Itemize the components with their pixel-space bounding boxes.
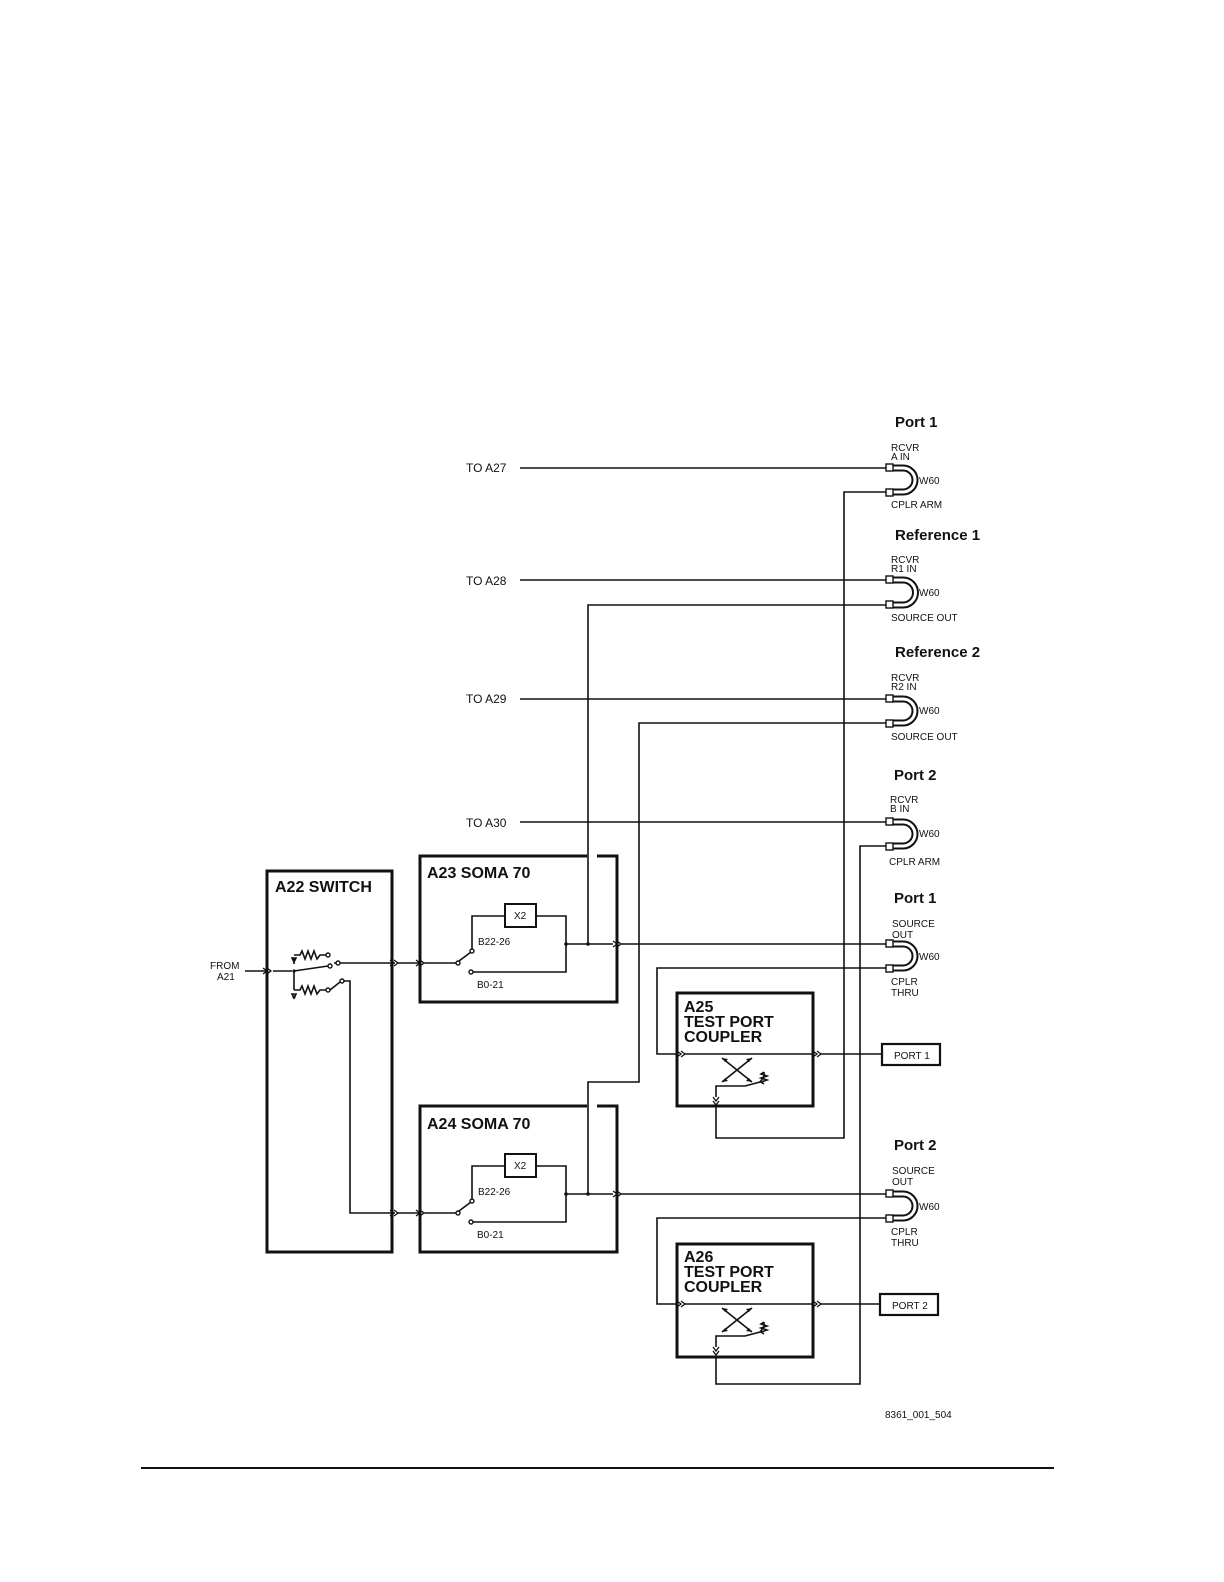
cable-label: W60: [919, 706, 940, 717]
a24-band-lower: B0-21: [477, 1230, 504, 1241]
from-a21-label-1: FROM: [210, 961, 239, 972]
footer-rule: [141, 1467, 1054, 1469]
top-label: B IN: [890, 804, 909, 815]
top-label: SOURCE: [892, 919, 935, 930]
top-label: SOURCE: [892, 1166, 935, 1177]
a23-band-lower: B0-21: [477, 980, 504, 991]
to-a30-label: TO A30: [466, 816, 507, 830]
bottom-label: CPLR: [891, 977, 918, 988]
a25-coupler-internals: [676, 1050, 882, 1106]
a22-upper-switch: [290, 948, 395, 973]
cable-label: W60: [919, 829, 940, 840]
cable-label: W60: [919, 476, 940, 487]
bottom-label: CPLR ARM: [889, 857, 940, 868]
top-label: R1 IN: [891, 564, 917, 575]
from-a21-label-2: A21: [217, 972, 235, 983]
connector-group-reference2: Reference 2 RCVR R2 IN W60 SOURCE OUT: [885, 644, 980, 743]
group-heading: Reference 2: [895, 644, 980, 661]
a25-title-line2: TEST PORT: [684, 1014, 774, 1031]
to-a27-label: TO A27: [466, 461, 507, 475]
bottom-label: THRU: [891, 1238, 919, 1249]
a22-lower-switch: [290, 971, 395, 1214]
cable-label: W60: [919, 588, 940, 599]
a24-x2-label: X2: [514, 1161, 527, 1172]
top-label: RCVR: [891, 555, 919, 566]
a26-title-line2: TEST PORT: [684, 1264, 774, 1281]
a25-coupler-box: [675, 991, 815, 1108]
bottom-label: SOURCE OUT: [891, 613, 958, 624]
group-heading: Port 1: [894, 890, 937, 907]
cable-label: W60: [919, 952, 940, 963]
connector-group-reference1: Reference 1 RCVR R1 IN W60 SOURCE OUT: [885, 527, 980, 624]
connector-group-port1-source: Port 1 SOURCE OUT W60 CPLR THRU: [885, 890, 940, 999]
bottom-label: CPLR ARM: [891, 500, 942, 511]
top-label: RCVR: [891, 673, 919, 684]
a23-internals: X2 B22-26 B0-21: [455, 903, 590, 991]
a23-title: A23 SOMA 70: [427, 865, 531, 882]
a23-x2-label: X2: [514, 911, 527, 922]
top-label: R2 IN: [891, 682, 917, 693]
a24-band-upper: B22-26: [478, 1187, 511, 1198]
a26-coupler-box: [675, 1242, 815, 1359]
bottom-label: CPLR: [891, 1227, 918, 1238]
a24-soma-box: [418, 1104, 619, 1254]
connector-group-port1-rcvr: Port 1 RCVR A IN W60 CPLR ARM: [885, 414, 942, 511]
top-label: A IN: [891, 452, 910, 463]
bottom-label: THRU: [891, 988, 919, 999]
a22-switch-box: [265, 869, 394, 1254]
a22-title: A22 SWITCH: [275, 879, 372, 896]
a25-title-line1: A25: [684, 999, 713, 1016]
a23-band-upper: B22-26: [478, 937, 511, 948]
a24-internals: X2 B22-26 B0-21: [455, 1153, 590, 1241]
to-a28-label: TO A28: [466, 574, 507, 588]
cable-label: W60: [919, 1202, 940, 1213]
a24-title: A24 SOMA 70: [427, 1116, 531, 1133]
connector-group-port2-source: Port 2 SOURCE OUT W60 CPLR THRU: [885, 1137, 940, 1249]
a26-title-line1: A26: [684, 1249, 713, 1266]
a26-title-line3: COUPLER: [684, 1279, 763, 1296]
group-heading: Port 2: [894, 1137, 937, 1154]
figure-id: 8361_001_504: [885, 1410, 952, 1421]
group-heading: Port 1: [895, 414, 938, 431]
group-heading: Port 2: [894, 767, 937, 784]
top-label: RCVR: [890, 795, 918, 806]
port1-box: [880, 1042, 942, 1067]
port1-box-label: PORT 1: [894, 1051, 930, 1062]
to-a29-label: TO A29: [466, 692, 507, 706]
top-label: OUT: [892, 1177, 913, 1188]
port2-box-label: PORT 2: [892, 1301, 928, 1312]
port2-box: [878, 1292, 940, 1317]
a26-coupler-internals: [676, 1300, 880, 1356]
top-label: RCVR: [891, 443, 919, 454]
connector-group-port2-rcvr: Port 2 RCVR B IN W60 CPLR ARM: [885, 767, 940, 868]
group-heading: Reference 1: [895, 527, 980, 544]
a23-soma-box: [418, 854, 619, 1004]
bottom-label: SOURCE OUT: [891, 732, 958, 743]
top-label: OUT: [892, 930, 913, 941]
a25-title-line3: COUPLER: [684, 1029, 763, 1046]
